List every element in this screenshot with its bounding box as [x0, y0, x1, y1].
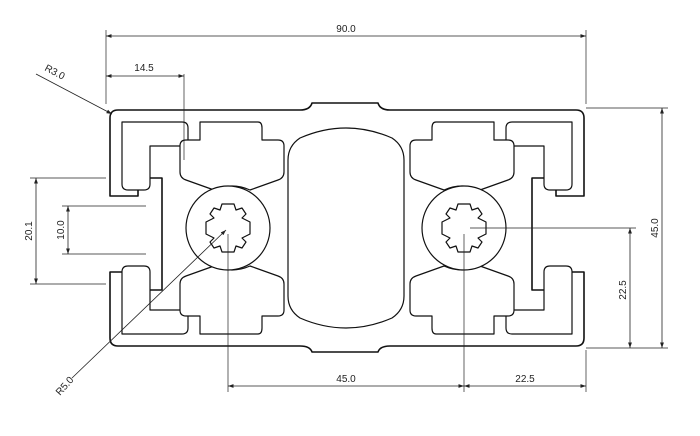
- label-half-height: 22.5: [618, 280, 629, 300]
- label-center-spacing: 45.0: [336, 374, 356, 385]
- label-overall-width: 90.0: [336, 24, 356, 35]
- slot-lip-top-right: [505, 121, 573, 191]
- slot-lip-bottom-left: [121, 265, 189, 335]
- leader-r5: [71, 229, 227, 379]
- cavity-right-lower: [409, 265, 515, 335]
- label-slot-width: 14.5: [134, 63, 154, 74]
- cavity-left-upper: [179, 121, 285, 191]
- label-slot-opening: 20.1: [24, 221, 35, 241]
- leader-r3: [35, 73, 113, 115]
- slot-lip-top-left: [121, 121, 189, 191]
- cavity-right-upper: [409, 121, 515, 191]
- center-cavity: [287, 127, 405, 329]
- label-overall-height: 45.0: [650, 218, 661, 238]
- label-r5: R5.0: [54, 375, 77, 398]
- slot-lip-bottom-right: [505, 265, 573, 335]
- label-slot-neck: 10.0: [56, 220, 67, 240]
- label-edge-to-center: 22.5: [515, 374, 535, 385]
- cavity-left-lower: [179, 265, 285, 335]
